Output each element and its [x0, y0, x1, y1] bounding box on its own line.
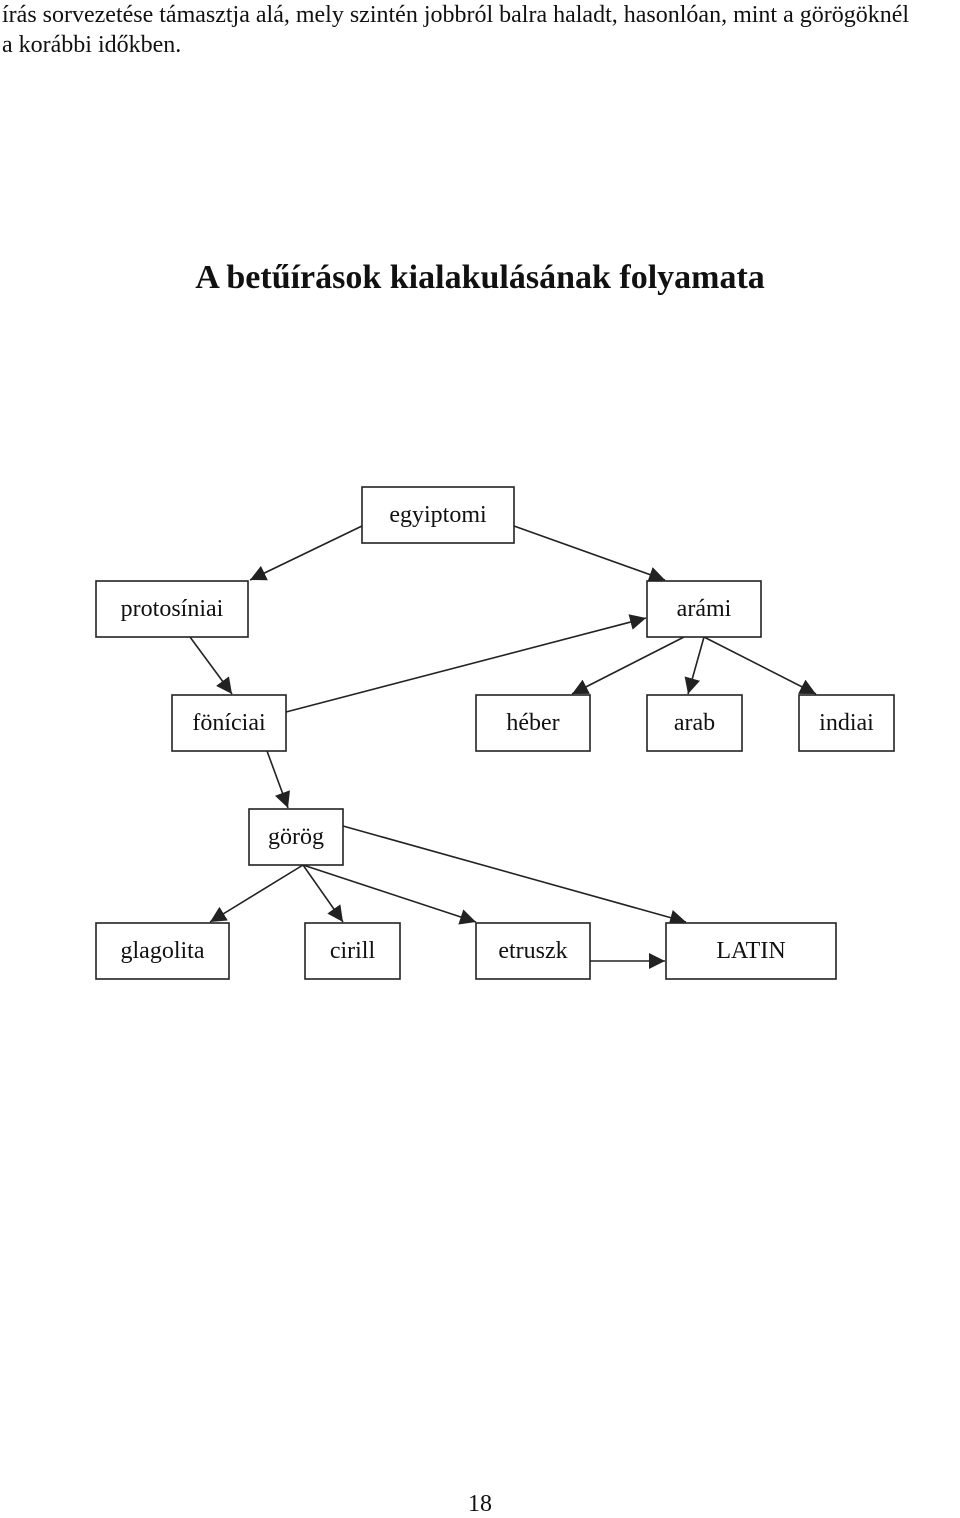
- node-label-cirill: cirill: [330, 938, 376, 964]
- intro-line-2: a korábbi időkben.: [2, 32, 182, 58]
- page-number: 18: [468, 1491, 492, 1517]
- node-box-etruszk: [475, 922, 591, 980]
- node-latin: LATIN: [665, 922, 837, 980]
- edge-egyiptomi-to-protosiniai: [249, 525, 363, 581]
- edge-arami-to-indiai: [703, 636, 817, 695]
- edge-gorog-to-etruszk: [302, 864, 477, 925]
- node-box-cirill: [304, 922, 401, 980]
- node-cirill: cirill: [304, 922, 401, 980]
- intro-line-1: írás sorvezetése támasztja alá, mely szi…: [2, 2, 910, 28]
- node-box-indiai: [798, 694, 895, 752]
- node-box-foniciai: [171, 694, 287, 752]
- node-gorog: görög: [248, 808, 344, 866]
- node-box-glagolita: [95, 922, 230, 980]
- edge-arami-to-arab: [684, 636, 705, 695]
- edge-protosiniai-to-foniciai: [189, 636, 233, 695]
- node-label-gorog: görög: [268, 824, 324, 850]
- node-glagolita: glagolita: [95, 922, 230, 980]
- edges-layer: [189, 525, 817, 969]
- edge-egyiptomi-to-arami: [513, 525, 666, 583]
- node-foniciai: föníciai: [171, 694, 287, 752]
- node-label-indiai: indiai: [819, 710, 874, 736]
- node-label-protosiniai: protosíniai: [121, 596, 224, 622]
- node-heber: héber: [475, 694, 591, 752]
- node-label-heber: héber: [506, 710, 559, 736]
- edge-foniciai-to-gorog: [266, 750, 290, 809]
- node-indiai: indiai: [798, 694, 895, 752]
- node-label-egyiptomi: egyiptomi: [389, 502, 487, 528]
- node-box-egyiptomi: [361, 486, 515, 544]
- node-box-heber: [475, 694, 591, 752]
- node-etruszk: etruszk: [475, 922, 591, 980]
- node-egyiptomi: egyiptomi: [361, 486, 515, 544]
- node-arami: arámi: [646, 580, 762, 638]
- edge-gorog-to-latin: [342, 825, 687, 926]
- node-arab: arab: [646, 694, 743, 752]
- node-box-arami: [646, 580, 762, 638]
- node-label-foniciai: föníciai: [192, 710, 266, 736]
- node-box-arab: [646, 694, 743, 752]
- node-label-glagolita: glagolita: [121, 938, 205, 964]
- node-protosiniai: protosíniai: [95, 580, 249, 638]
- edge-gorog-to-cirill: [302, 864, 344, 923]
- node-label-arami: arámi: [677, 596, 732, 622]
- node-label-arab: arab: [674, 710, 715, 736]
- edge-foniciai-to-arami: [285, 614, 647, 713]
- edge-gorog-to-glagolita: [209, 864, 304, 923]
- intro-paragraph: írás sorvezetése támasztja alá, mely szi…: [2, 0, 958, 60]
- node-box-latin: [665, 922, 837, 980]
- node-label-etruszk: etruszk: [498, 938, 567, 964]
- node-label-latin: LATIN: [716, 938, 785, 964]
- nodes-layer: egyiptomi protosíniai arámi föníciai héber ar…: [95, 486, 895, 980]
- edge-arami-to-heber: [571, 636, 685, 695]
- diagram-title: A betűírások kialakulásának folyamata: [195, 259, 765, 296]
- node-box-protosiniai: [95, 580, 249, 638]
- node-box-gorog: [248, 808, 344, 866]
